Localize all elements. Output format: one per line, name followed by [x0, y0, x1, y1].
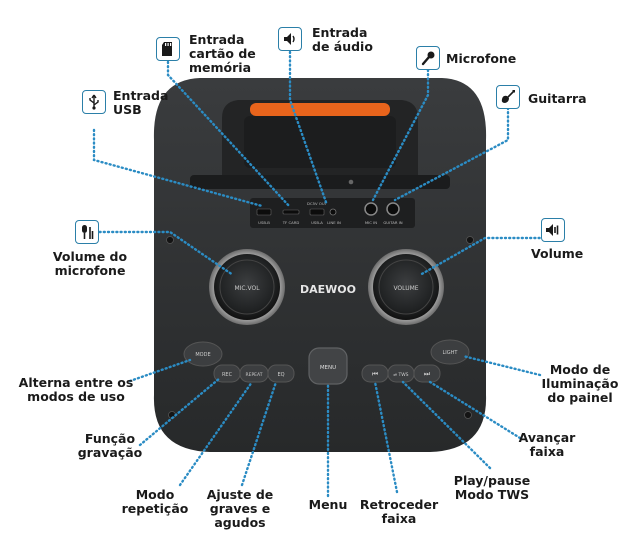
mic-volume-icon-box [75, 220, 99, 244]
sd-card-icon-box [156, 37, 180, 61]
volume-icon [546, 224, 559, 236]
usb-a-port-label: USB-A [311, 220, 323, 225]
guitar-in-jack[interactable] [386, 202, 400, 216]
eq-button-label: EQ [277, 372, 284, 378]
leader-rec [138, 376, 222, 447]
light-button-label: LIGHT [443, 350, 459, 356]
menu-button-label: MENU [320, 365, 336, 371]
mic-in-jack[interactable] [364, 202, 378, 216]
mic-in-label: MIC IN [365, 220, 377, 225]
label-guitar: Guitarra [528, 91, 587, 106]
mic-volume-icon [82, 225, 94, 239]
mic-vol-knob-label: MIC.VOL [234, 285, 260, 292]
screws [166, 236, 474, 419]
handle[interactable] [250, 103, 390, 116]
leader-lines [85, 50, 550, 498]
line-in-label: LINE IN [327, 220, 341, 225]
leader-play [401, 380, 492, 470]
light-button[interactable] [430, 339, 470, 365]
speaker-icon-box [278, 27, 302, 51]
leader-mic-volume [85, 230, 235, 277]
menu-button[interactable] [308, 347, 348, 385]
dc5v-label: DC5V OUT [307, 201, 328, 206]
next-icon: ⏭ [424, 370, 431, 378]
guitar-icon-box [496, 85, 520, 109]
play-tws-label: ⏯ TWS [393, 372, 408, 378]
volume-knob[interactable]: VOLUME [368, 249, 444, 325]
rec-button-label: REC [222, 372, 233, 378]
microphone-icon [421, 51, 435, 66]
leader-guitar [393, 106, 510, 202]
guitar-icon [501, 90, 515, 103]
label-menu: Menu [308, 497, 348, 512]
mode-button[interactable] [183, 341, 223, 367]
usb-icon-box [82, 90, 106, 114]
speaker-icon [284, 33, 295, 45]
usb-a-port[interactable] [309, 208, 325, 216]
leader-next [428, 380, 522, 440]
leader-volume [418, 236, 550, 277]
label-volume: Volume [531, 246, 584, 261]
indicator-led [348, 179, 354, 185]
leader-mode [128, 358, 192, 383]
line-in-jack[interactable] [329, 208, 337, 216]
usb-b-port-label: USB-B [258, 220, 270, 225]
sd-card-icon [162, 42, 172, 56]
repeat-button-label: REPEAT [245, 372, 262, 378]
leader-repeat [178, 380, 254, 487]
mode-button-label: MODE [195, 352, 210, 358]
next-button[interactable] [413, 364, 441, 383]
leader-memory [166, 60, 292, 209]
leader-eq [240, 380, 278, 487]
usb-b-port[interactable] [256, 208, 272, 216]
microphone-icon-box [416, 46, 440, 70]
brand-logo: DAEWOO [300, 283, 356, 296]
leader-prev [373, 380, 399, 494]
leader-usb [92, 128, 264, 208]
leader-light [461, 354, 542, 377]
volume-icon-box [541, 218, 565, 242]
leader-mic [371, 68, 430, 202]
mic-volume-knob[interactable]: MIC.VOL [209, 249, 285, 325]
usb-icon [89, 94, 99, 110]
tf-card-slot[interactable] [282, 209, 300, 215]
leader-audio [288, 50, 329, 207]
handle-grip [244, 116, 396, 168]
volume-knob-label: VOLUME [393, 285, 418, 292]
label-mic: Microfone [446, 51, 517, 66]
prev-icon: ⏮ [372, 370, 378, 378]
eq-button[interactable] [267, 364, 295, 383]
guitar-in-label: GUITAR IN [383, 220, 402, 225]
tf-card-label: TF CARD [282, 220, 300, 225]
